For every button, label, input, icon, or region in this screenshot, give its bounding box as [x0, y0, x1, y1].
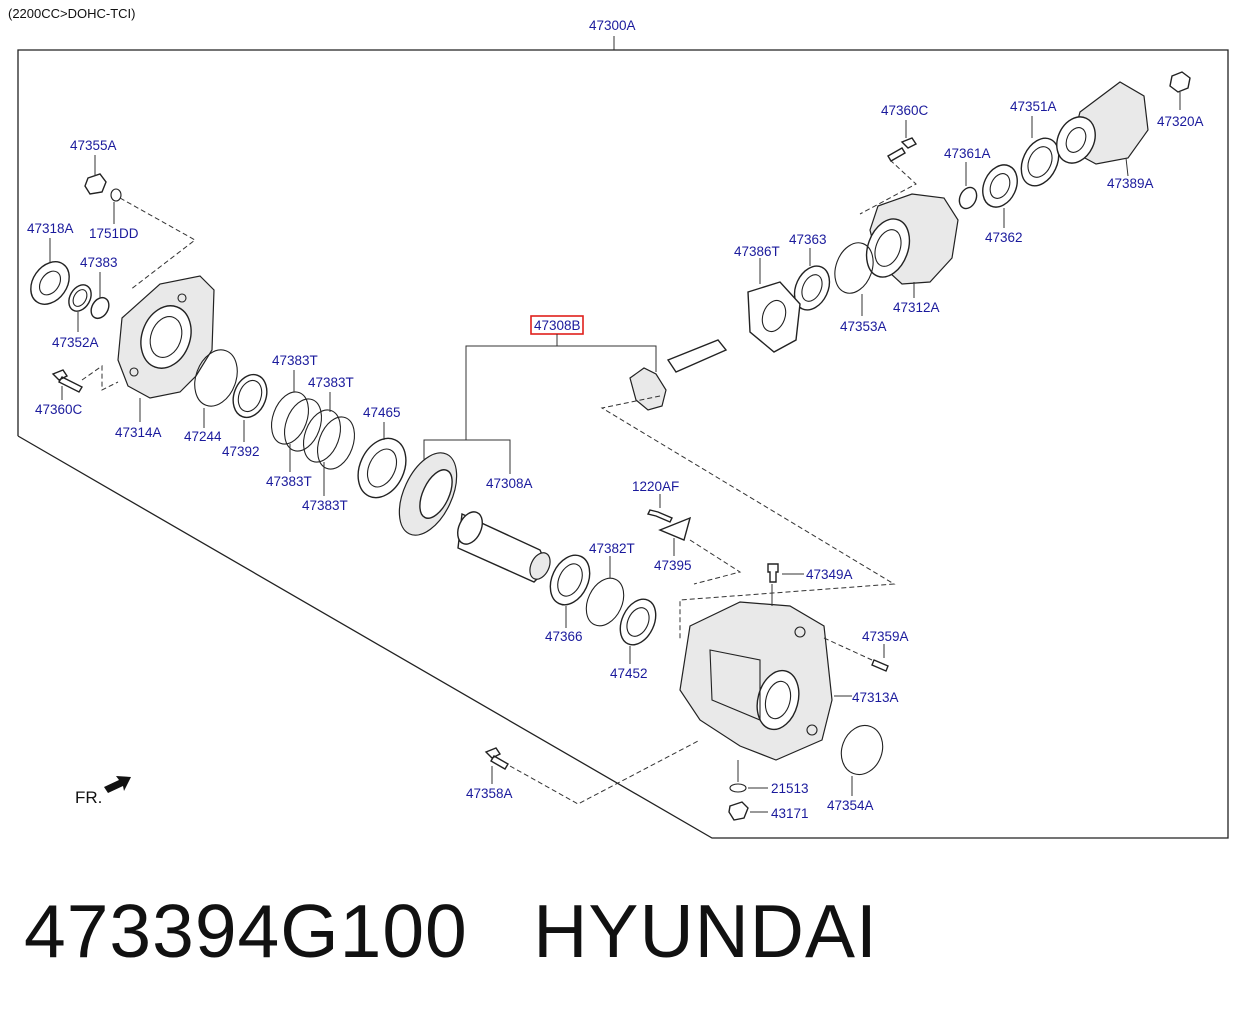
upper-right-group	[747, 71, 1191, 353]
label-47361A[interactable]: 47361A	[944, 146, 991, 161]
bracket-47395	[658, 516, 692, 541]
bolt-47358A	[484, 747, 509, 770]
seal-47452	[619, 598, 657, 646]
shim-47386T	[747, 281, 801, 353]
nut-47320A	[1169, 71, 1191, 93]
label-47366[interactable]: 47366	[545, 629, 583, 644]
pinion-gear	[629, 367, 667, 411]
label-47465[interactable]: 47465	[363, 405, 401, 420]
ring-47383T-d	[316, 416, 356, 470]
part-labels: 47355A 47318A 1751DD 47383 47352A 47360C…	[27, 99, 1204, 821]
label-47363[interactable]: 47363	[789, 232, 827, 247]
ring-47383	[90, 296, 110, 320]
label-47392[interactable]: 47392	[222, 444, 260, 459]
label-47382T[interactable]: 47382T	[589, 541, 635, 556]
label-47386T[interactable]: 47386T	[734, 244, 780, 259]
label-47308A[interactable]: 47308A	[486, 476, 533, 491]
ring-47383T-a	[270, 391, 310, 445]
label-47362[interactable]: 47362	[985, 230, 1023, 245]
footer-part-number: 473394G100	[24, 889, 468, 973]
breather-47349A	[767, 563, 779, 583]
label-47314A[interactable]: 47314A	[115, 425, 162, 440]
label-47383T-3[interactable]: 47383T	[266, 474, 312, 489]
ring-47244	[194, 349, 238, 407]
sleeve-47361A	[958, 186, 978, 210]
ring-47392	[232, 373, 268, 419]
middle-rings-group	[194, 349, 407, 499]
label-21513[interactable]: 21513	[771, 781, 809, 796]
washer-21513	[729, 783, 747, 793]
oring-47353A	[834, 242, 874, 294]
label-47395[interactable]: 47395	[654, 558, 692, 573]
label-47360C-right[interactable]: 47360C	[881, 103, 929, 118]
assembly-frame	[17, 49, 1229, 839]
screw-1220AF	[646, 509, 673, 523]
plug-47355A	[84, 173, 107, 195]
lower-parts-group	[484, 494, 742, 805]
bolt-47360C-right	[887, 137, 918, 162]
ring-47383T-c	[302, 409, 342, 463]
oring-1751DD	[110, 188, 122, 202]
plug-43171	[728, 801, 749, 821]
pinion-shaft	[666, 339, 728, 373]
seal-47318A	[30, 261, 70, 305]
label-47383T-1[interactable]: 47383T	[272, 353, 318, 368]
label-47360C-left[interactable]: 47360C	[35, 402, 83, 417]
ring-47383T-b	[283, 398, 323, 452]
left-cover-group	[30, 155, 215, 422]
oring-47354A	[840, 724, 884, 776]
bolt-47360C-left	[51, 369, 83, 393]
label-1220AF[interactable]: 1220AF	[632, 479, 679, 494]
pin-47359A	[871, 659, 889, 672]
label-47353A[interactable]: 47353A	[840, 319, 887, 334]
front-arrow-icon	[104, 776, 131, 793]
bearing-47362	[982, 164, 1018, 208]
highlighted-part-label[interactable]: 47308B	[534, 318, 581, 333]
label-47312A[interactable]: 47312A	[893, 300, 940, 315]
label-47354A[interactable]: 47354A	[827, 798, 874, 813]
front-direction-marker: FR.	[75, 776, 131, 807]
label-47313A[interactable]: 47313A	[852, 690, 899, 705]
bearing-47366	[549, 554, 591, 606]
label-47389A[interactable]: 47389A	[1107, 176, 1154, 191]
label-1751DD[interactable]: 1751DD	[89, 226, 139, 241]
housing-group	[679, 563, 889, 821]
label-47358A[interactable]: 47358A	[466, 786, 513, 801]
gear-set-group: 47308B	[398, 315, 896, 640]
label-43171[interactable]: 43171	[771, 806, 809, 821]
label-47383T-2[interactable]: 47383T	[308, 375, 354, 390]
assembly-label[interactable]: 47300A	[589, 18, 636, 33]
label-47318A[interactable]: 47318A	[27, 221, 74, 236]
label-47351A[interactable]: 47351A	[1010, 99, 1057, 114]
label-47383T-4[interactable]: 47383T	[302, 498, 348, 513]
label-47352A[interactable]: 47352A	[52, 335, 99, 350]
label-47452[interactable]: 47452	[610, 666, 648, 681]
label-47244[interactable]: 47244	[184, 429, 222, 444]
footer-caption: 473394G100 HYUNDAI	[24, 888, 878, 974]
housing-47313A	[679, 601, 833, 761]
fr-label: FR.	[75, 788, 102, 807]
label-47355A[interactable]: 47355A	[70, 138, 117, 153]
label-47383[interactable]: 47383	[80, 255, 118, 270]
label-47359A[interactable]: 47359A	[862, 629, 909, 644]
label-47320A[interactable]: 47320A	[1157, 114, 1204, 129]
label-47349A[interactable]: 47349A	[806, 567, 853, 582]
footer-brand: HYUNDAI	[533, 889, 878, 973]
exploded-parts-diagram: (2200CC>DOHC-TCI) 47300A	[8, 6, 1229, 839]
ring-47382T	[585, 577, 625, 627]
engine-note: (2200CC>DOHC-TCI)	[8, 6, 136, 21]
